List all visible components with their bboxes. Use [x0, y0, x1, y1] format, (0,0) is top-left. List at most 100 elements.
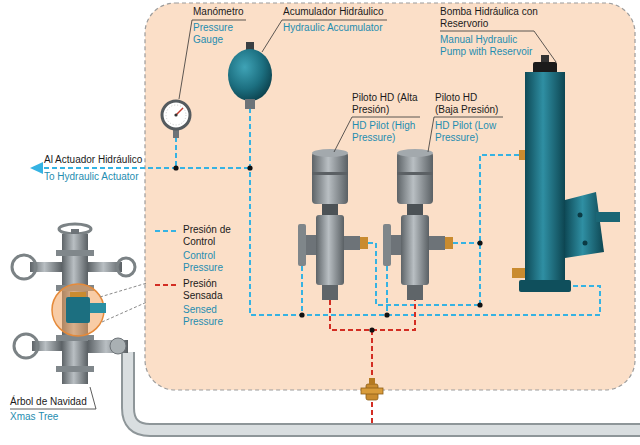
- control-pressure-line-part: [480, 155, 519, 305]
- pressure-gauge: [162, 101, 190, 138]
- control-panel: [145, 3, 635, 390]
- xmas-tree-part: [56, 250, 94, 256]
- hydraulic-pump-part: [596, 212, 620, 222]
- hd-pilot-high-part: [360, 237, 368, 249]
- hd-pilot-low-part: [407, 285, 423, 300]
- part-label-en: Hydraulic Accumulator: [283, 22, 413, 34]
- hd-pilot-high-part: [312, 149, 348, 157]
- part-label: Manómetro: [193, 6, 273, 18]
- hydraulic-pump-part: [565, 192, 604, 258]
- part-label: Árbol de Navidad: [10, 396, 110, 408]
- hd-pilot-high-part: [306, 235, 316, 255]
- xmas-tree-part: [56, 366, 94, 372]
- part-label: Acumulador Hidráulico: [283, 6, 413, 18]
- control-pressure-line-part: [44, 167, 250, 169]
- hydraulic-pump-part: [512, 268, 525, 278]
- xmas-tree-part: [100, 283, 147, 297]
- leader-line-part: [90, 387, 96, 409]
- part-label-en: Manual Hydraulic Pump with Reservoir: [440, 34, 540, 58]
- flowline-pipe-part: [128, 352, 640, 430]
- legend-line-sample: [155, 284, 179, 286]
- control-pressure-line-part: [301, 266, 303, 315]
- junction-dot-part: [173, 165, 178, 170]
- hd-pilot-low-part: [429, 236, 445, 250]
- xmas-tree: [12, 224, 147, 384]
- hd-pilot-high-part: [322, 285, 338, 300]
- leader-line: [10, 20, 556, 409]
- hd-pilot-low-part: [391, 235, 401, 255]
- flow-arrow: [30, 162, 43, 174]
- hd-pilot-low-part: [445, 237, 453, 249]
- xmas-tree-part: [14, 334, 38, 358]
- hd-pilot-low-part: [383, 224, 391, 266]
- hydraulic-accumulator-part: [228, 49, 272, 101]
- hd-pilot-low-part: [401, 215, 429, 285]
- part-label-en: Pressure Gauge: [193, 22, 248, 46]
- part-label: Piloto HD (Alta Presión): [352, 92, 418, 116]
- xmas-tree-part: [102, 302, 147, 322]
- xmas-tree-part: [66, 297, 90, 323]
- sensed-pressure-line: [330, 300, 415, 423]
- hd-pilot-low-part: [397, 149, 433, 157]
- pressure-gauge-part: [166, 105, 186, 125]
- pressure-gauge-part: [174, 113, 177, 116]
- hydraulic-accumulator: [228, 42, 272, 109]
- hd-pilot-high-part: [298, 224, 306, 266]
- legend-line-sample: [155, 230, 179, 232]
- leader-line-part: [440, 31, 534, 32]
- xmas-tree-part: [70, 292, 86, 297]
- control-pressure-line: [44, 108, 600, 315]
- legend-label: Presión Sensada: [183, 278, 245, 302]
- hd-pilot-low: [383, 149, 453, 300]
- control-panel-part: [145, 3, 635, 390]
- legend-label-en: Sensed Pressure: [183, 304, 235, 328]
- hd-pilot-high: [298, 149, 368, 300]
- hydraulic-pump: [512, 55, 620, 292]
- xmas-tree-part: [117, 258, 135, 276]
- hd-pilot-high-part: [344, 236, 360, 250]
- leader-line-part: [10, 409, 96, 410]
- needle-valve-part: [369, 378, 375, 384]
- sensed-pressure-line-part: [330, 300, 415, 330]
- hd-pilot-low-part: [397, 152, 433, 204]
- hydraulic-accumulator-part: [246, 42, 254, 50]
- hd-pilot-high-part: [312, 172, 348, 175]
- hydraulic-pump-part: [519, 280, 571, 292]
- control-pressure-line-part: [175, 137, 177, 168]
- control-pressure-line-part: [453, 242, 480, 244]
- hydraulic-accumulator-part: [245, 99, 255, 109]
- hydraulic-pump-part: [541, 55, 549, 63]
- junction-dot-part: [369, 327, 374, 332]
- xmas-tree-part: [59, 224, 91, 234]
- hd-pilot-high-part: [316, 215, 344, 285]
- hydraulic-pump-part: [578, 213, 583, 218]
- sensed-pressure-line-part: [371, 330, 373, 423]
- needle-valve-part: [361, 388, 383, 394]
- hydraulic-pump-part: [519, 150, 525, 160]
- part-label-en: HD Pilot (High Pressure): [352, 120, 427, 144]
- hydraulic-pump-part: [525, 72, 565, 284]
- legend-swatches: [155, 231, 179, 285]
- junction-dot-part: [477, 240, 482, 245]
- hd-pilot-low-part: [407, 204, 423, 216]
- junction-dot-part: [477, 302, 482, 307]
- needle-valve: [361, 378, 383, 400]
- hd-pilot-high-part: [312, 152, 348, 204]
- legend-label: Presión de Control: [183, 224, 245, 248]
- pressure-gauge-part: [162, 101, 190, 129]
- legend-label-en: Control Pressure: [183, 250, 235, 274]
- hd-pilot-low-part: [397, 172, 433, 175]
- junction-dot-part: [299, 312, 304, 317]
- part-label-en: Xmas Tree: [10, 411, 110, 423]
- flowline-pipe-part: [128, 352, 640, 430]
- flow-label: Al Actuador Hidráulico: [44, 154, 174, 166]
- xmas-tree-part: [90, 303, 106, 313]
- flowline-pipe: [128, 352, 640, 430]
- part-label: Bomba Hidráulica con Reservorio: [440, 6, 540, 30]
- leader-line-part: [534, 31, 556, 62]
- hydraulic-pump-part: [583, 241, 588, 246]
- xmas-tree-part: [110, 338, 126, 354]
- xmas-tree-part: [12, 255, 36, 279]
